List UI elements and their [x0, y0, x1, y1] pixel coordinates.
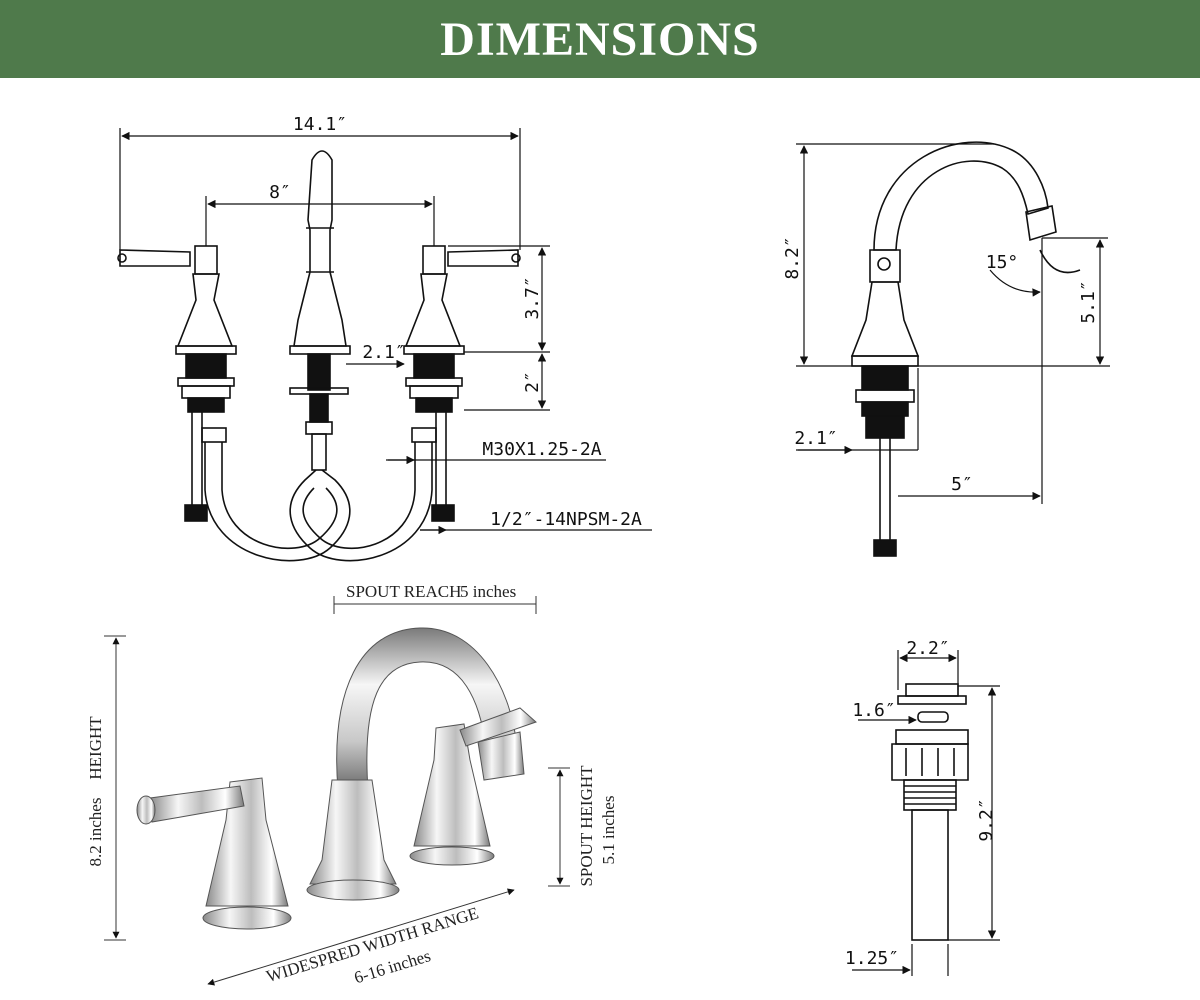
drain-dimensions — [852, 650, 1000, 976]
handle-height-label: 3.7″ — [522, 276, 543, 319]
left-handle-drawing — [117, 245, 237, 522]
spout-height-caption: SPOUT HEIGHT — [577, 765, 596, 887]
drain-labels: 2.2″ 1.6″ 9.2″ 1.25″ — [845, 638, 997, 969]
supply-hoses-drawing — [204, 469, 433, 562]
spout-base-label: 2.1″ — [362, 342, 405, 363]
drain-length-label: 9.2″ — [976, 798, 997, 841]
side-view-drawing — [850, 141, 1081, 557]
spout-height-dim-label: 5.1″ — [1078, 280, 1099, 323]
spout-reach-caption: SPOUT REACH — [346, 582, 461, 601]
height-value: 8.2 inches — [86, 798, 105, 867]
spout-height-value: 5.1 inches — [599, 796, 618, 865]
thread-spec-label: M30X1.25-2A — [482, 439, 601, 460]
cap-gap-label: 1.6″ — [852, 700, 895, 721]
width-total-label: 14.1″ — [293, 114, 347, 135]
angle-label: 15° — [986, 252, 1019, 273]
center-spout-drawing — [289, 150, 351, 471]
header-banner: DIMENSIONS — [0, 0, 1200, 78]
side-height-label: 8.2″ — [782, 236, 803, 279]
center-spacing-label: 8″ — [269, 182, 291, 203]
right-handle-drawing — [403, 245, 521, 522]
reach-label: 5″ — [951, 474, 973, 495]
drain-drawing — [891, 683, 969, 941]
page-title: DIMENSIONS — [440, 12, 760, 66]
front-view-dimensions — [119, 128, 652, 535]
side-view-labels: 8.2″ 15° 5.1″ 2.1″ 5″ — [782, 236, 1099, 495]
height-caption: HEIGHT — [86, 716, 105, 780]
cap-width-label: 2.2″ — [906, 638, 949, 659]
tail-diameter-label: 1.25″ — [845, 948, 899, 969]
shank-length-label: 2″ — [522, 371, 543, 393]
spout-reach-value: 5 inches — [460, 582, 516, 601]
base-width-label: 2.1″ — [794, 428, 837, 449]
side-view-dimensions — [796, 143, 1110, 504]
front-view-labels: 14.1″ 8″ 3.7″ 2″ 2.1″ M30X1.25-2A 1/2″-1… — [269, 114, 642, 530]
render-dimensions — [104, 596, 570, 986]
front-view-drawing — [117, 150, 521, 562]
supply-spec-label: 1/2″-14NPSM-2A — [490, 509, 642, 530]
faucet-render — [136, 627, 537, 930]
